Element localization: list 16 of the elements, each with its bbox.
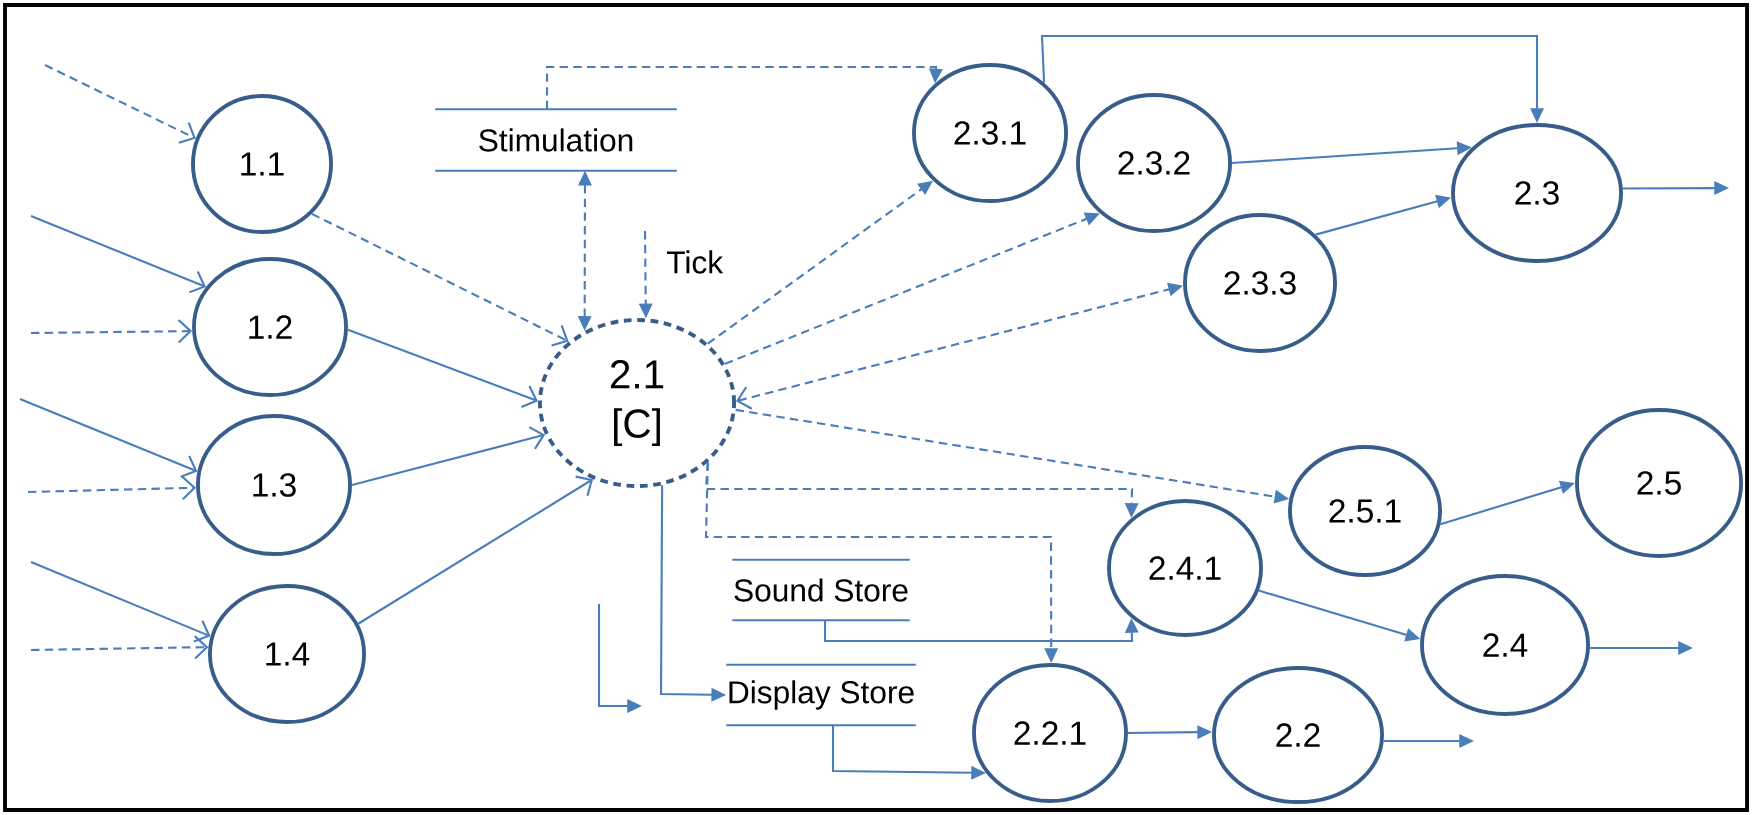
edge-label: Tick xyxy=(662,246,727,278)
arrow xyxy=(351,426,546,487)
arrow xyxy=(30,215,207,294)
arrow xyxy=(44,64,196,144)
arrow xyxy=(30,561,211,643)
arrow xyxy=(357,475,594,625)
data-store: Display Store xyxy=(726,663,916,727)
arrow xyxy=(19,398,198,478)
arrow xyxy=(347,328,539,409)
arrow xyxy=(31,635,209,660)
data-store: Sound Store xyxy=(732,558,910,622)
arrow xyxy=(311,212,569,347)
data-store: Stimulation xyxy=(435,108,677,172)
arrow xyxy=(28,476,197,501)
arrow xyxy=(545,65,943,110)
arrow xyxy=(31,319,193,344)
